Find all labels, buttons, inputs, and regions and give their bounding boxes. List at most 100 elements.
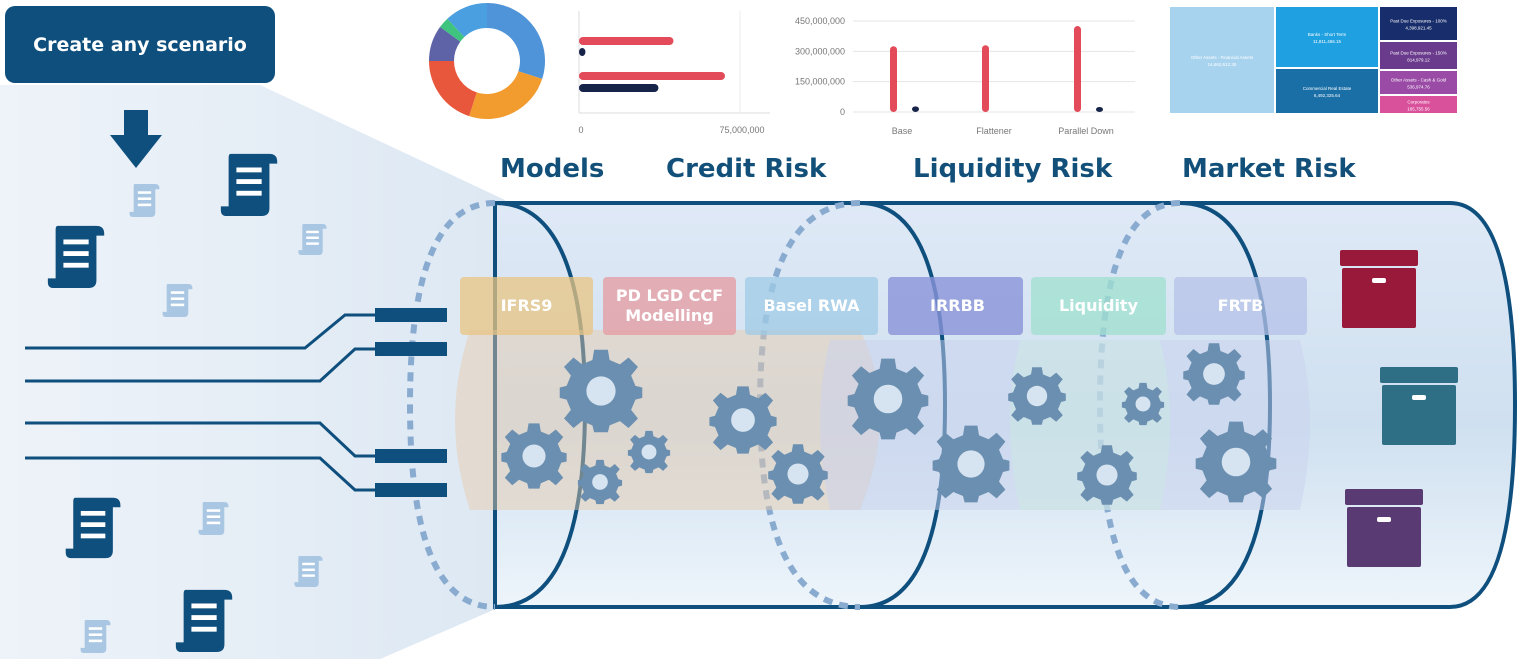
input-connector — [375, 449, 447, 463]
treemap-tile — [1380, 42, 1457, 69]
module-irrbb: IRRBB — [888, 277, 1023, 335]
gear-icon — [1008, 367, 1066, 425]
treemap-value: 6,492,325.64 — [1314, 93, 1341, 98]
module-pd-lgd-ccf-line1: PD LGD CCF — [615, 286, 724, 305]
document-scroll-icon — [294, 555, 323, 588]
gear-icon — [847, 358, 929, 440]
tick-label: 0 — [840, 107, 845, 117]
treemap-value: 14,662,512.35 — [1208, 62, 1237, 67]
bar — [1096, 106, 1103, 112]
document-scroll-icon — [162, 284, 193, 317]
treemap-label: Banks - Short Term — [1308, 32, 1347, 37]
bar — [579, 48, 586, 56]
treemap-tile — [1380, 71, 1457, 94]
treemap-label: Past Due Exposures - 150% — [1390, 51, 1447, 56]
gear-icon — [1195, 421, 1277, 503]
section-label-market-risk: Market Risk — [1182, 154, 1356, 184]
output-box-purple — [1345, 489, 1423, 567]
section-label-credit-risk: Credit Risk — [666, 154, 827, 184]
donut-slice — [429, 26, 461, 61]
document-scroll-icon — [65, 497, 121, 559]
output-box-red — [1340, 250, 1418, 328]
box-body — [1347, 507, 1421, 567]
document-scroll-icon — [298, 223, 327, 256]
bar — [579, 72, 725, 80]
create-scenario-button[interactable]: Create any scenario — [5, 6, 275, 83]
box-lid — [1340, 250, 1418, 266]
tick-label: 300,000,000 — [795, 46, 845, 56]
treemap-tile — [1276, 7, 1378, 67]
document-scroll-icon — [80, 620, 111, 653]
donut-slice — [429, 61, 477, 117]
tick-label: 75,000,000 — [719, 125, 764, 135]
bar — [1074, 26, 1081, 112]
arrow-down-icon — [110, 110, 162, 168]
treemap-label: Other Assets - Cash & Gold — [1391, 78, 1447, 83]
treemap-tile — [1380, 96, 1457, 113]
section-label-models: Models — [500, 154, 605, 184]
tick-label: 0 — [578, 125, 583, 135]
gear-icon — [559, 349, 643, 433]
donut-slice — [469, 71, 543, 119]
gear-icon — [627, 430, 671, 474]
module-pd-lgd-ccf-line2: Modelling — [625, 306, 714, 325]
bar — [579, 37, 674, 45]
tick-label: 150,000,000 — [795, 77, 845, 87]
gear-icon — [1077, 445, 1137, 505]
treemap-value: 4,398,921.45 — [1405, 26, 1432, 31]
donut-chart — [429, 3, 545, 119]
treemap-label: Past Due Exposures - 100% — [1390, 19, 1447, 24]
treemap-tile — [1380, 7, 1457, 40]
treemap-value: 11,811,466.15 — [1313, 39, 1342, 44]
gear-icon — [932, 425, 1010, 503]
module-pd-lgd-ccf: PD LGD CCF Modelling — [603, 277, 736, 335]
treemap-label: Other Assets - Financial Assets — [1191, 55, 1254, 60]
funnel-background — [0, 85, 505, 659]
tick-label: 450,000,000 — [795, 16, 845, 26]
horizontal-bar-chart: 0 75,000,000 — [578, 11, 770, 135]
input-lines — [25, 313, 380, 492]
tube-dashed-divider — [406, 200, 496, 610]
document-scroll-icon — [220, 153, 278, 217]
gear-icon — [768, 444, 828, 504]
donut-slice — [440, 18, 465, 42]
category-label: Base — [892, 126, 913, 136]
gear-icon — [709, 386, 777, 454]
box-body — [1342, 268, 1416, 328]
treemap-label: Corporates — [1407, 100, 1430, 105]
flow-area — [455, 330, 880, 510]
tube-dashed-divider — [1096, 200, 1181, 610]
bar — [912, 106, 919, 112]
document-scroll-icon — [47, 225, 105, 289]
document-scroll-icon — [175, 589, 233, 653]
module-basel-rwa: Basel RWA — [745, 277, 878, 335]
treemap-value: 185,755.56 — [1407, 107, 1430, 112]
document-scroll-icon — [129, 184, 160, 217]
treemap-value: 814,979.12 — [1407, 58, 1430, 63]
treemap-chart: Other Assets - Financial Assets 14,662,51… — [1170, 7, 1457, 113]
donut-slice — [487, 3, 545, 79]
bar — [890, 46, 897, 112]
treemap-value: 536,974.76 — [1407, 85, 1430, 90]
input-connector — [375, 342, 447, 356]
box-lid — [1345, 489, 1423, 505]
treemap-tile — [1170, 7, 1274, 113]
document-scroll-icon — [198, 502, 229, 535]
donut-slice — [447, 3, 487, 37]
gear-icon — [1121, 382, 1165, 426]
gear-icon — [1183, 343, 1245, 405]
input-connector — [375, 308, 447, 322]
output-box-teal — [1380, 367, 1458, 445]
box-lid — [1380, 367, 1458, 383]
category-label: Flattener — [976, 126, 1012, 136]
treemap-tile — [1276, 69, 1378, 113]
module-liquidity: Liquidity — [1031, 277, 1166, 335]
treemap-label: Commercial Real Estate — [1303, 86, 1352, 91]
bar — [982, 45, 989, 113]
section-label-liquidity-risk: Liquidity Risk — [913, 154, 1113, 184]
box-body — [1382, 385, 1456, 445]
input-connector — [375, 483, 447, 497]
gear-icon — [501, 423, 567, 489]
bar — [579, 84, 659, 92]
